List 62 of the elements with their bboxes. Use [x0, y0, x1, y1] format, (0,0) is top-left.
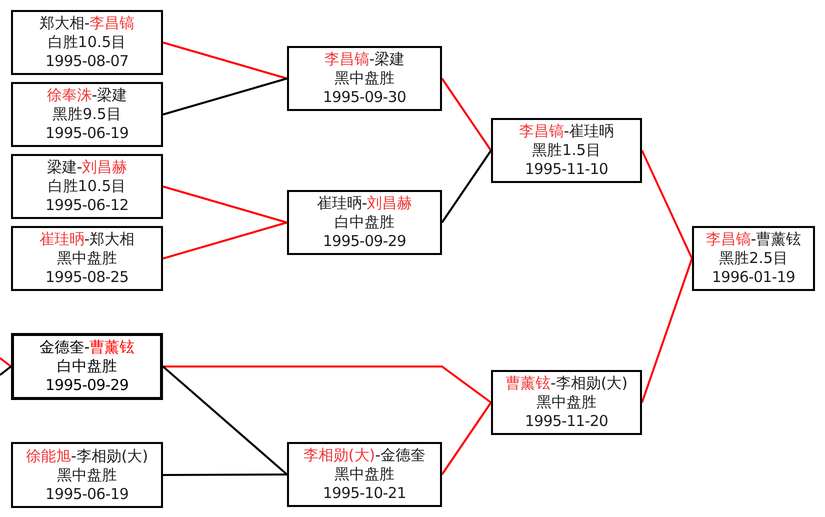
match-players: 梁建-刘昌赫 — [46, 158, 128, 177]
bracket-line — [163, 366, 492, 404]
bracket-line — [162, 366, 288, 476]
match-box — [11, 10, 163, 75]
match-date: 1995-11-20 — [524, 412, 608, 431]
bracket-line — [162, 78, 288, 116]
match-players: 徐奉洙-梁建 — [46, 86, 128, 105]
bracket-line — [641, 150, 693, 259]
match-players: 李昌镐-曹薰铉 — [706, 230, 802, 249]
match-date: 1995-09-29 — [322, 232, 406, 251]
match-box — [11, 154, 163, 219]
match-date: 1995-06-12 — [45, 196, 129, 215]
match-box — [11, 333, 163, 400]
bracket-line — [0, 357, 12, 368]
match-date: 1996-01-19 — [712, 268, 796, 287]
bracket-line — [162, 222, 288, 260]
bracket-line — [441, 78, 492, 152]
match-date: 1995-06-19 — [45, 124, 129, 143]
match-date: 1995-10-21 — [322, 484, 406, 503]
match-result: 黑胜9.5目 — [52, 105, 122, 124]
match-players: 郑大相-李昌镐 — [39, 14, 135, 33]
match-date: 1995-08-07 — [45, 52, 129, 71]
match-result: 白胜10.5目 — [48, 33, 126, 52]
bracket-line — [163, 474, 287, 476]
match-result: 白中盘胜 — [57, 357, 117, 376]
bracket-line — [441, 402, 492, 476]
match-date: 1995-08-25 — [45, 268, 129, 287]
match-result: 黑中盘胜 — [57, 466, 117, 484]
match-result: 黑中盘胜 — [57, 249, 117, 268]
match-players: 李昌镐-梁建 — [324, 50, 405, 69]
bracket-line — [0, 366, 12, 376]
match-result: 黑中盘胜 — [334, 69, 394, 88]
bracket-line — [162, 186, 288, 224]
match-box — [491, 370, 642, 435]
match-players: 曹薰铉-李相勋(大) — [505, 374, 628, 393]
match-players: 李昌镐-崔珪昞 — [518, 122, 614, 141]
match-players: 崔珪昞-刘昌赫 — [316, 194, 412, 213]
match-result: 黑中盘胜 — [536, 393, 596, 412]
match-box — [287, 442, 442, 507]
match-players: 李相勋(大)-金德奎 — [303, 446, 426, 465]
match-date: 1995-11-10 — [524, 160, 608, 179]
bracket-line — [641, 258, 693, 403]
match-players: 徐能旭-李相勋(大) — [26, 446, 148, 466]
match-box — [692, 226, 815, 291]
match-date: 1995-06-19 — [45, 484, 129, 504]
match-box — [11, 442, 163, 508]
match-date: 1995-09-29 — [45, 376, 129, 395]
match-box — [11, 82, 163, 147]
match-box — [11, 226, 163, 291]
match-box — [287, 190, 442, 255]
match-result: 白中盘胜 — [334, 213, 394, 232]
match-date: 1995-09-30 — [322, 88, 406, 107]
match-box — [287, 46, 442, 111]
match-result: 白胜10.5目 — [48, 177, 126, 196]
match-result: 黑胜1.5目 — [532, 141, 601, 160]
match-players: 崔珪昞-郑大相 — [39, 230, 135, 249]
bracket-line — [162, 42, 288, 80]
match-box — [491, 118, 642, 183]
match-result: 黑胜2.5目 — [719, 249, 788, 268]
match-players: 金德奎-曹薰铉 — [39, 338, 135, 357]
bracket-line — [441, 150, 492, 224]
match-result: 黑中盘胜 — [334, 465, 394, 484]
